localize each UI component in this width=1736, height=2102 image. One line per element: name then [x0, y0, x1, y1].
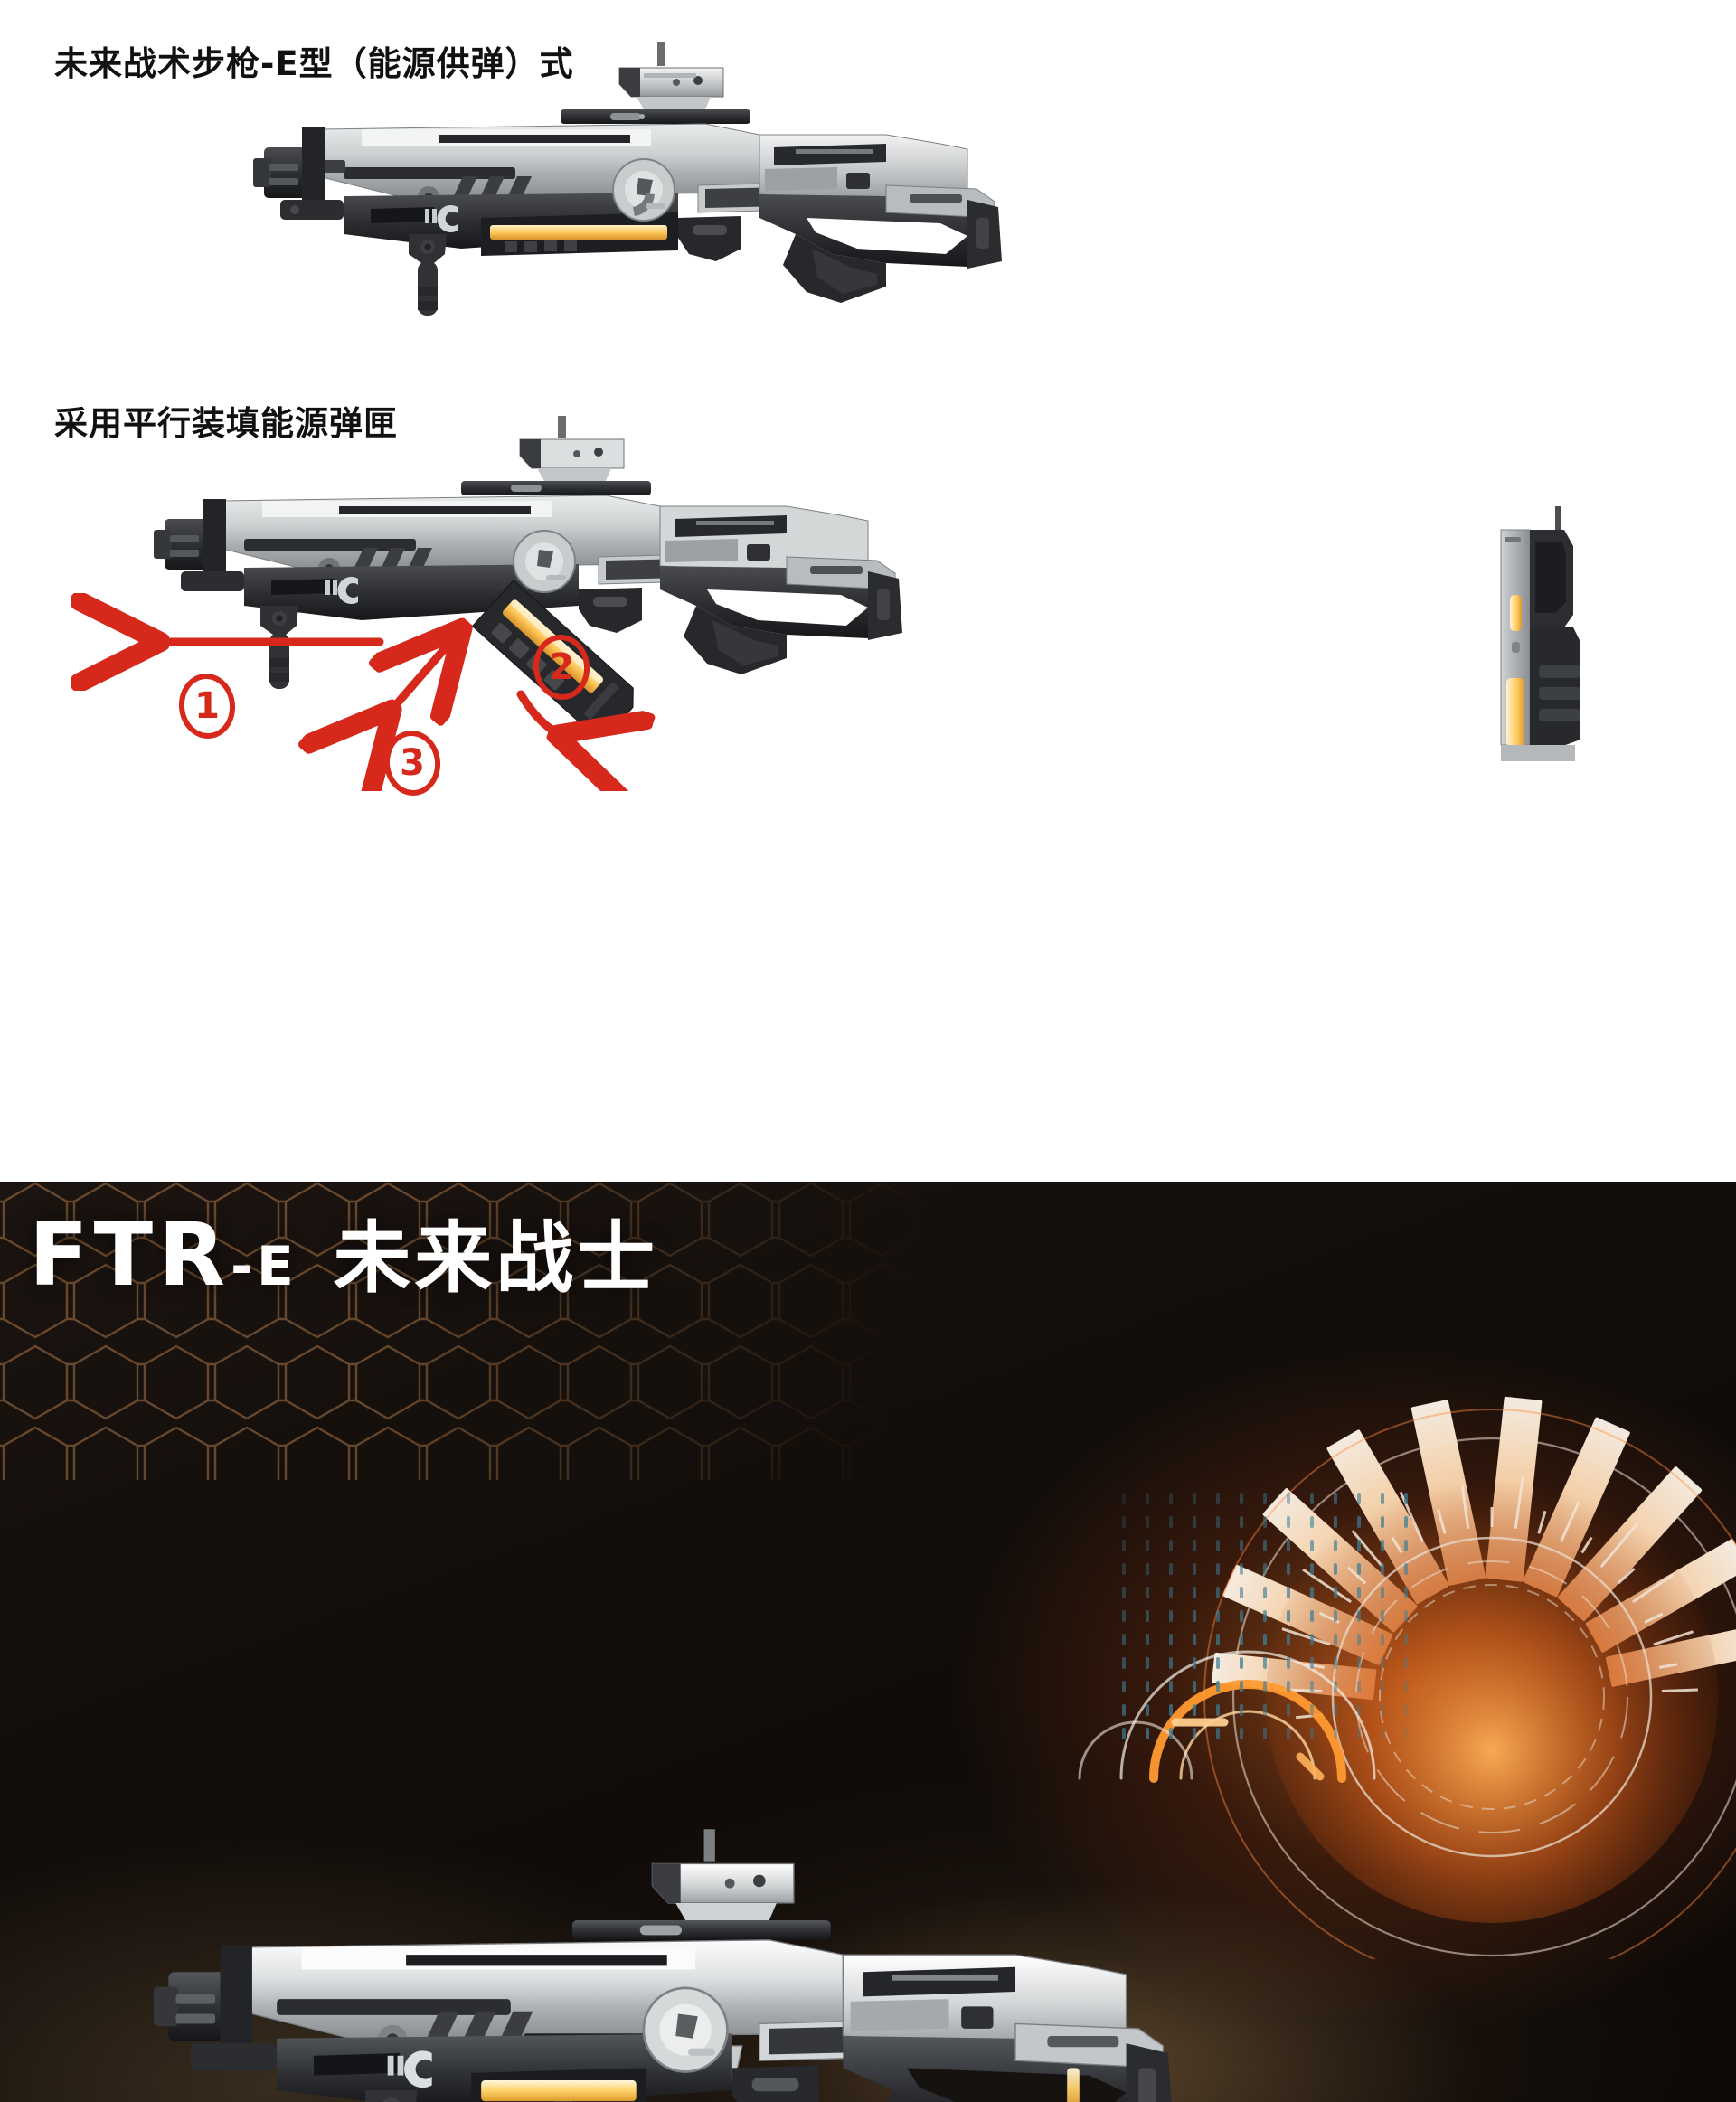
hero-rifle — [154, 1824, 1175, 2102]
panel-rifle-assembled: 未来战术步枪-E型（能源供弹）式 — [0, 0, 1736, 380]
buttstock — [843, 2022, 1172, 2102]
rifle-front-svg — [1500, 506, 1580, 761]
rear-receiver — [659, 505, 869, 574]
lower-receiver — [277, 2033, 819, 2102]
hero-title-main: FTR — [29, 1204, 231, 1306]
buttstock — [660, 556, 902, 674]
hero-title: FTR-E 未来战士 — [29, 1211, 658, 1298]
arrow-3-diagonal — [382, 640, 452, 721]
muzzle-assembly — [154, 499, 244, 591]
hexagon-mesh-pattern — [0, 1182, 958, 1480]
caption-panel-1: 未来战术步枪-E型（能源供弹）式 — [54, 44, 574, 83]
rifle-svg — [253, 42, 1002, 316]
rear-receiver — [759, 134, 968, 203]
lower-receiver — [344, 193, 741, 316]
foregrip — [365, 2089, 418, 2102]
caption-panel-2: 采用平行装填能源弹匣 — [54, 404, 398, 443]
rifle-front-view — [1488, 506, 1615, 768]
panel-rifle-exploded: 采用平行装填能源弹匣 — [0, 380, 1736, 791]
rifle-reload-view — [154, 416, 931, 778]
optic-sight — [571, 1829, 831, 1940]
hero-title-dash: - — [230, 1235, 257, 1298]
rear-receiver — [842, 1954, 1127, 2047]
hud-dot-matrix — [1112, 1489, 1410, 1751]
hero-title-cn: 未来战士 — [333, 1213, 659, 1304]
rotary-drum — [642, 1986, 729, 2073]
hero-rifle-svg — [154, 1829, 1172, 2102]
annotation-layer — [0, 380, 1736, 791]
annotation-marker-3: 3 — [384, 731, 440, 796]
optic-sight — [461, 416, 651, 495]
hero-banner: FTR-E 未来战士 — [0, 1182, 1736, 2102]
rifle-reload-svg — [154, 416, 902, 735]
muzzle-assembly — [253, 127, 344, 220]
muzzle-assembly — [154, 1945, 278, 2071]
annotation-marker-2: 2 — [533, 635, 590, 700]
hero-title-variant: E — [256, 1235, 297, 1298]
foregrip — [409, 234, 447, 316]
annotation-marker-1: 1 — [179, 674, 235, 739]
rotary-drum — [612, 158, 675, 222]
buttstock — [760, 184, 1002, 303]
rotary-drum — [513, 530, 576, 593]
optic-sight — [561, 42, 750, 124]
foregrip-extended — [260, 606, 298, 689]
arrow-2-curved — [516, 690, 571, 740]
rifle-assembled-view — [253, 41, 1004, 339]
